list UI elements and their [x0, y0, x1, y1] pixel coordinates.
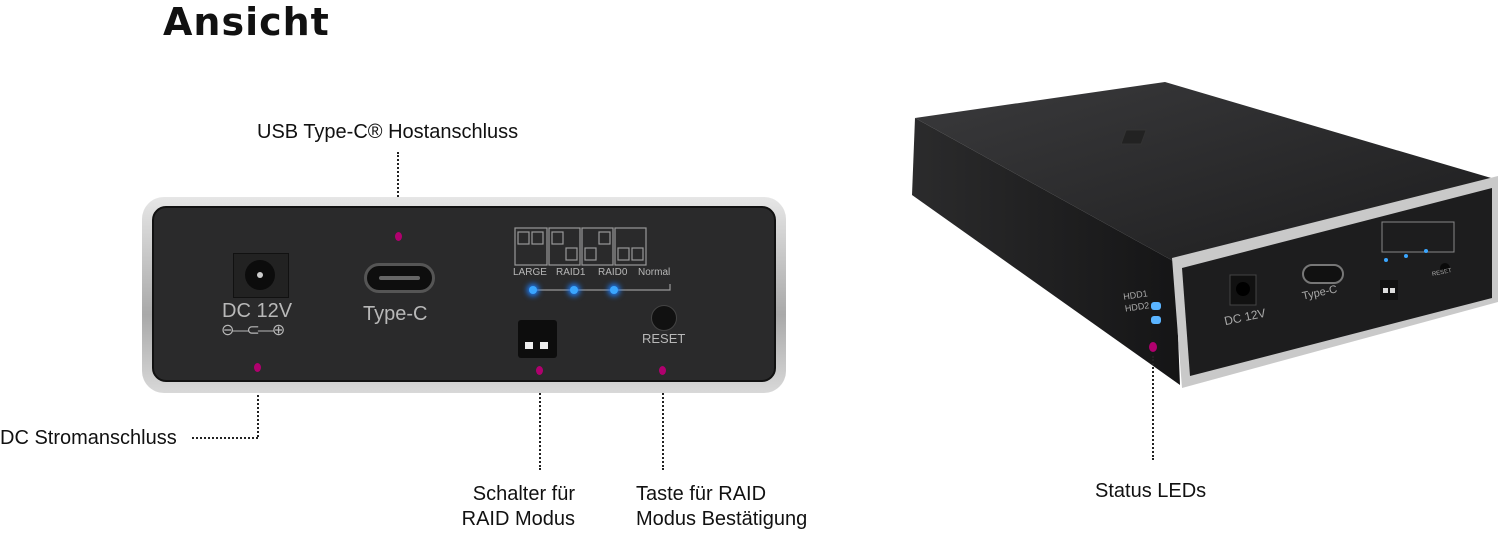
page-title: Ansicht [163, 0, 330, 44]
button-leader-line [662, 390, 664, 470]
raid-button-callout-line2: Modus Bestätigung [636, 508, 808, 530]
status-leds-callout: Status LEDs [1095, 480, 1207, 502]
dc-leader-line-v [257, 390, 259, 437]
mode-label-large: LARGE [513, 267, 547, 278]
dc-jack [233, 253, 289, 298]
dc-leader-line-h [192, 437, 258, 439]
led-raid0 [610, 286, 618, 294]
reset-label: RESET [642, 331, 686, 346]
led-large [529, 286, 537, 294]
mode-label-raid1: RAID1 [556, 267, 586, 278]
device-3d-view [912, 82, 1498, 388]
dc-label: DC 12V [222, 300, 293, 322]
status-led-marker-dot [1149, 342, 1157, 352]
dc-power-callout: DC Stromanschluss [0, 427, 177, 449]
mode-label-raid0: RAID0 [598, 267, 628, 278]
status-led-leader-line [1152, 356, 1154, 460]
raid-switch-callout: Schalter für RAID Modus [400, 482, 575, 532]
reset-button[interactable] [651, 305, 677, 331]
raid-button-callout: Taste für RAID Modus Bestätigung [636, 482, 807, 532]
raid-button-callout-line1: Taste für RAID [636, 483, 767, 505]
led-raid1 [570, 286, 578, 294]
usb-marker-dot [395, 232, 402, 241]
raid-switch-callout-line2: RAID Modus [461, 508, 575, 530]
usb-host-callout: USB Type-C® Hostanschluss [257, 121, 519, 143]
raid-mode-diagram [514, 227, 671, 291]
dc-polarity-icon: ⊖—⊂—⊕ [221, 322, 285, 339]
hdd-labels: HDD1 HDD2 [1122, 287, 1150, 314]
raid-mode-switch[interactable] [518, 320, 557, 358]
usb-c-port [364, 263, 435, 293]
dc-marker-dot [254, 363, 261, 372]
switch-leader-line [539, 390, 541, 470]
switch-marker-dot [536, 366, 543, 375]
button-marker-dot [659, 366, 666, 375]
usb-leader-line [397, 152, 399, 220]
mode-label-normal: Normal [638, 267, 671, 278]
raid-switch-callout-line1: Schalter für [472, 483, 575, 505]
port-label: Type-C [363, 303, 428, 325]
